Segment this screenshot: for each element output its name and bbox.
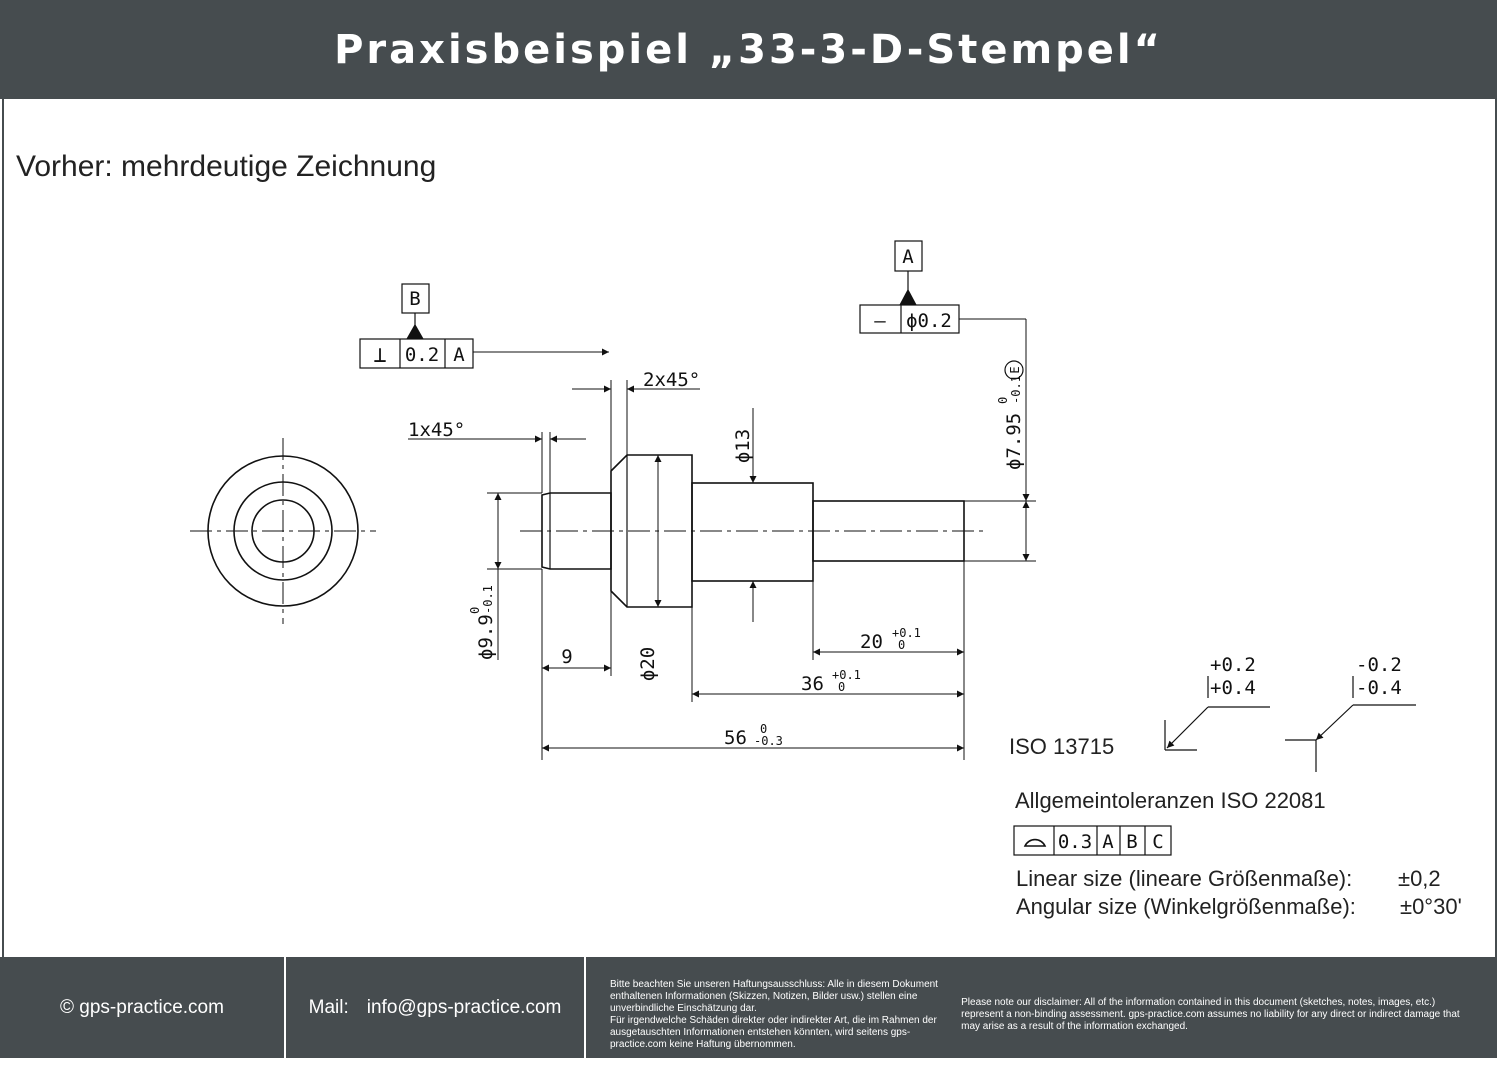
disclaimer-de-1: Bitte beachten Sie unseren Haftungsaussc… <box>610 978 938 1014</box>
len-20-lower: 0 <box>898 638 905 652</box>
footer-copyright: © gps-practice.com <box>60 996 224 1018</box>
dia-795-label: ϕ7.95 <box>1003 413 1025 470</box>
dia-795-group: ϕ7.95 0 -0.1 E <box>996 360 1025 470</box>
edge-symbol-negative <box>1285 676 1416 772</box>
datum-b-feature <box>401 283 430 340</box>
disclaimer-en: Please note our disclaimer: All of the i… <box>961 996 1460 1032</box>
datum-a-feature <box>894 240 923 306</box>
footer-mail: Mail: info@gps-practice.com <box>286 957 584 1058</box>
footer-divider <box>284 957 286 1058</box>
iso-13715-label: ISO 13715 <box>1009 734 1114 759</box>
edge-neg-lower: -0.4 <box>1356 677 1402 699</box>
dia-20-label: ϕ20 <box>637 647 659 681</box>
len-36-upper: +0.1 <box>832 668 861 682</box>
datum-a-label: A <box>902 246 914 268</box>
len-20-upper: +0.1 <box>892 626 921 640</box>
middle-shaft-outline <box>691 482 814 582</box>
perpendicularity-frame <box>359 338 474 369</box>
page-title: Praxisbeispiel „33-3-D-Stempel“ <box>334 26 1163 73</box>
dia-13-label: ϕ13 <box>732 429 754 463</box>
dia-99-label: ϕ9.9 <box>475 614 497 660</box>
angular-size-value: ±0°30' <box>1400 894 1462 919</box>
angular-size-label: Angular size (Winkelgrößenmaße): <box>1016 894 1356 919</box>
general-tolerance-title: Allgemeintoleranzen ISO 22081 <box>1015 788 1326 813</box>
perpendicularity-symbol: ⊥ <box>373 343 386 368</box>
straightness-symbol: — <box>874 310 886 332</box>
len-36-lower: 0 <box>838 680 845 694</box>
chamfer-1x45-label: 1x45° <box>408 419 465 441</box>
dia-99-group: ϕ9.9 0 -0.1 <box>468 585 497 660</box>
len-56-lower: -0.3 <box>754 734 783 748</box>
dia-795-upper: 0 <box>996 397 1010 404</box>
len-56-label: 56 <box>724 727 747 749</box>
edge-pos-upper: +0.2 <box>1210 654 1256 676</box>
header-bar: Praxisbeispiel „33-3-D-Stempel“ <box>0 0 1497 99</box>
linear-size-value: ±0,2 <box>1398 866 1441 891</box>
edge-neg-upper: -0.2 <box>1356 654 1402 676</box>
surface-profile-icon <box>1023 838 1047 847</box>
perpendicularity-tolerance: 0.2 <box>405 344 439 366</box>
dimension-lines <box>408 318 1036 760</box>
content-frame <box>2 99 1497 957</box>
profile-datum-b: B <box>1126 831 1137 853</box>
end-view <box>190 438 376 624</box>
chamfer-2x45-label: 2x45° <box>643 369 700 391</box>
dia-99-upper: 0 <box>468 607 482 614</box>
footer-divider <box>584 957 586 1058</box>
edge-pos-lower: +0.4 <box>1210 677 1256 699</box>
footer-bar: © gps-practice.com Mail: info@gps-practi… <box>0 957 1497 1058</box>
straightness-tolerance: ϕ0.2 <box>906 310 952 332</box>
footer-disclaimer: Bitte beachten Sie unseren Haftungsaussc… <box>610 957 1480 1070</box>
len-20-label: 20 <box>860 631 883 653</box>
technical-drawing: B ⊥ 0.2 A A — ϕ0.2 1x45° 2x45° ϕ13 ϕ7.95… <box>190 240 1462 919</box>
mail-label: Mail: <box>308 996 349 1018</box>
perpendicularity-datum: A <box>453 344 465 366</box>
linear-size-label: Linear size (lineare Größenmaße): <box>1016 866 1352 891</box>
datum-b-label: B <box>409 288 420 310</box>
disclaimer-de-2: Für irgendwelche Schäden direkter oder i… <box>610 1014 937 1050</box>
mail-address-link[interactable]: info@gps-practice.com <box>366 996 562 1018</box>
dia-795-lower: -0.1 <box>1009 375 1023 404</box>
dia-99-lower: -0.1 <box>481 585 495 614</box>
edge-symbol-positive <box>1164 676 1270 751</box>
len-9-label: 9 <box>561 646 572 668</box>
envelope-symbol: E <box>1008 366 1022 373</box>
subtitle: Vorher: mehrdeutige Zeichnung <box>16 150 437 183</box>
profile-tolerance-value: 0.3 <box>1058 831 1092 853</box>
profile-datum-a: A <box>1102 831 1114 853</box>
len-56-upper: 0 <box>760 722 767 736</box>
profile-datum-c: C <box>1152 831 1163 853</box>
len-36-label: 36 <box>801 673 824 695</box>
straightness-frame <box>859 304 960 334</box>
